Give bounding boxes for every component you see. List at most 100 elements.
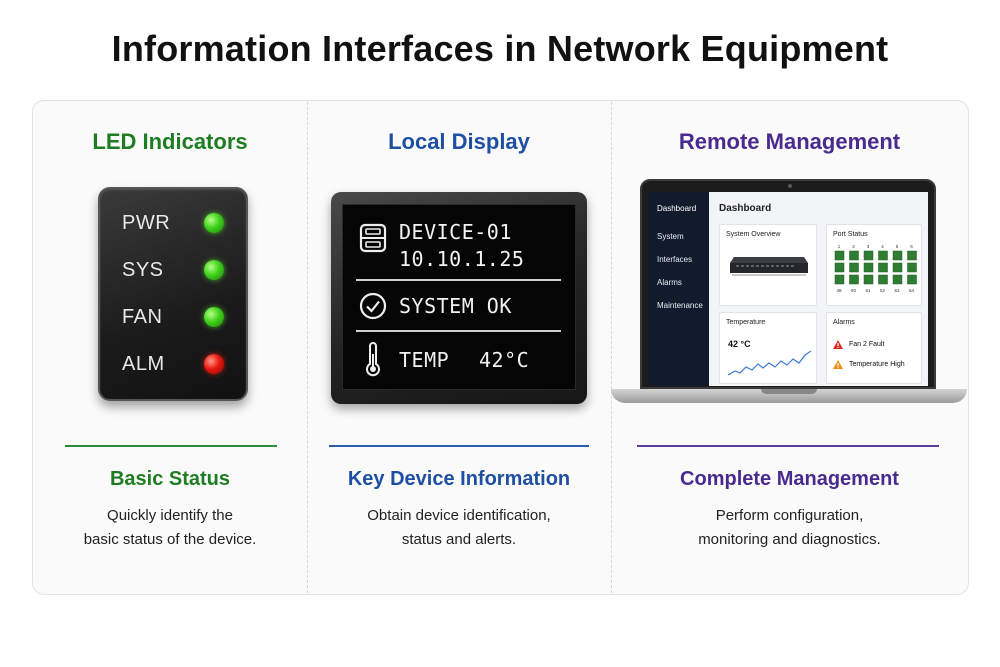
description-line: Obtain device identification, bbox=[367, 507, 551, 524]
led-label: PWR bbox=[122, 212, 171, 234]
laptop-notch bbox=[761, 389, 817, 394]
port-icon[interactable] bbox=[878, 274, 888, 285]
port-icon[interactable] bbox=[892, 262, 903, 273]
basic-status-subtitle: Basic Status bbox=[109, 468, 231, 490]
port-icon[interactable] bbox=[907, 274, 917, 285]
card-title: System Overview bbox=[726, 231, 781, 238]
port-icon[interactable] bbox=[834, 262, 845, 273]
led-green-icon bbox=[204, 213, 224, 233]
sidebar-item-alarms[interactable]: Alarms bbox=[657, 278, 682, 287]
laptop-base bbox=[611, 389, 967, 403]
led-row-sys: SYS bbox=[100, 256, 246, 286]
temperature-value: 42 °C bbox=[728, 339, 751, 349]
lcd-display: DEVICE-01 10.10.1.25 SYSTEM OK TEMP 42°C bbox=[331, 192, 587, 404]
complete-management-description: Perform configuration, monitoring and di… bbox=[611, 504, 968, 552]
sidebar-item-system[interactable]: System bbox=[657, 232, 684, 241]
dashboard-heading: Dashboard bbox=[719, 203, 772, 214]
card-title: Temperature bbox=[726, 319, 766, 326]
lcd-ip-address: 10.10.1.25 bbox=[399, 247, 525, 271]
temperature-sparkline bbox=[728, 350, 812, 376]
dashboard-screen: Dashboard System Interfaces Alarms Maint… bbox=[649, 192, 928, 386]
webcam-icon bbox=[788, 184, 792, 188]
laptop: Dashboard System Interfaces Alarms Maint… bbox=[611, 179, 968, 419]
port-icon[interactable] bbox=[892, 274, 903, 285]
port-number-label: 51 bbox=[865, 288, 871, 293]
port-icon[interactable] bbox=[907, 250, 917, 261]
key-device-info-description: Obtain device identification, status and… bbox=[307, 504, 611, 552]
port-icon[interactable] bbox=[834, 250, 845, 261]
port-number-label: 50 bbox=[851, 288, 857, 293]
port-icon[interactable] bbox=[863, 274, 874, 285]
sidebar-item-interfaces[interactable]: Interfaces bbox=[657, 255, 693, 264]
complete-management-subtitle: Complete Management bbox=[680, 468, 899, 490]
led-green-icon bbox=[204, 260, 224, 280]
port-icon[interactable] bbox=[849, 262, 859, 273]
interfaces-panel: LED Indicators PWR SYS FAN ALM Basic Sta… bbox=[32, 100, 969, 595]
port-number-label: 53 bbox=[894, 288, 900, 293]
lcd-screen: DEVICE-01 10.10.1.25 SYSTEM OK TEMP 42°C bbox=[342, 204, 576, 390]
port-icon[interactable] bbox=[863, 250, 874, 261]
port-number-label: 54 bbox=[909, 288, 915, 293]
card-title: Alarms bbox=[833, 319, 855, 326]
thermometer-icon bbox=[366, 342, 380, 377]
laptop-lid: Dashboard System Interfaces Alarms Maint… bbox=[640, 179, 936, 389]
column-divider bbox=[611, 102, 612, 593]
port-number-label: 5 bbox=[896, 244, 899, 249]
led-panel: PWR SYS FAN ALM bbox=[98, 187, 248, 401]
alarm-item[interactable]: Fan 2 Fault bbox=[849, 341, 885, 348]
led-row-pwr: PWR bbox=[100, 209, 246, 239]
alarms-card[interactable]: Alarms Fan 2 Fault Temperature High bbox=[826, 312, 922, 384]
port-icon[interactable] bbox=[849, 250, 859, 261]
warning-alarm-icon bbox=[833, 360, 843, 369]
port-icon[interactable] bbox=[863, 262, 874, 273]
key-device-info-subtitle: Key Device Information bbox=[347, 468, 571, 490]
port-icon[interactable] bbox=[892, 250, 903, 261]
port-number-label: 6 bbox=[910, 244, 913, 249]
lcd-status: SYSTEM OK bbox=[399, 294, 512, 318]
section-rule bbox=[65, 445, 277, 447]
system-overview-card[interactable]: System Overview bbox=[719, 224, 817, 306]
lcd-temp-value: 42°C bbox=[479, 348, 530, 372]
lcd-temp-label: TEMP bbox=[399, 348, 450, 372]
sidebar-item-dashboard[interactable]: Dashboard bbox=[657, 204, 697, 213]
port-icon[interactable] bbox=[849, 274, 859, 285]
temperature-card[interactable]: Temperature 42 °C bbox=[719, 312, 817, 384]
lcd-device-name: DEVICE-01 bbox=[399, 220, 512, 244]
led-indicators-column: LED Indicators PWR SYS FAN ALM Basic Sta… bbox=[33, 101, 307, 594]
dashboard-sidebar: Dashboard System Interfaces Alarms Maint… bbox=[649, 192, 709, 386]
sidebar-item-maintenance[interactable]: Maintenance bbox=[657, 301, 703, 310]
port-icon[interactable] bbox=[834, 274, 845, 285]
description-line: Perform configuration, bbox=[715, 507, 864, 524]
port-icon[interactable] bbox=[878, 262, 888, 273]
port-number-label: 4 bbox=[881, 244, 884, 249]
local-display-title: Local Display bbox=[388, 129, 530, 154]
card-title: Port Status bbox=[833, 231, 868, 238]
column-divider bbox=[307, 102, 308, 593]
port-number-label: 52 bbox=[880, 288, 886, 293]
port-icon[interactable] bbox=[878, 250, 888, 261]
port-number-label: 49 bbox=[836, 288, 842, 293]
led-label: ALM bbox=[122, 353, 165, 375]
lcd-separator bbox=[356, 330, 561, 332]
lcd-separator bbox=[356, 279, 561, 281]
led-indicators-title: LED Indicators bbox=[92, 129, 248, 154]
led-label: SYS bbox=[122, 259, 164, 281]
port-number-label: 2 bbox=[852, 244, 855, 249]
alarm-item[interactable]: Temperature High bbox=[849, 361, 905, 368]
led-red-icon bbox=[204, 354, 224, 374]
remote-management-title: Remote Management bbox=[678, 129, 901, 154]
description-line: Quickly identify the bbox=[107, 507, 233, 524]
led-green-icon bbox=[204, 307, 224, 327]
led-label: FAN bbox=[122, 306, 163, 328]
critical-alarm-icon bbox=[833, 340, 843, 349]
local-display-column: Local Display DEVICE-01 10.10.1.25 SYSTE… bbox=[307, 101, 611, 594]
led-row-fan: FAN bbox=[100, 303, 246, 333]
port-icon[interactable] bbox=[907, 262, 917, 273]
led-row-alm: ALM bbox=[100, 350, 246, 380]
check-circle-icon bbox=[359, 292, 387, 320]
description-line: status and alerts. bbox=[401, 531, 517, 548]
remote-management-column: Remote Management Dashboard System Inter… bbox=[611, 101, 968, 594]
description-line: basic status of the device. bbox=[83, 531, 257, 548]
